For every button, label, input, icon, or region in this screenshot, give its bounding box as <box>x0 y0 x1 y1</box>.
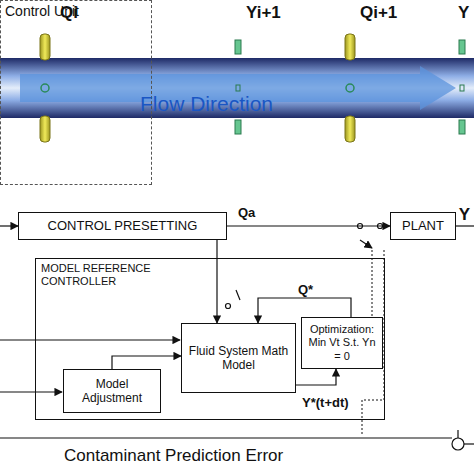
signal-label: Y*(t+dt) <box>300 396 351 410</box>
connector <box>296 369 336 385</box>
box-label: PLANT <box>402 218 444 234</box>
signal-label: Q* <box>296 283 315 297</box>
box-label: Model Adjustment <box>68 377 156 406</box>
process-box: Model Adjustment <box>63 369 161 413</box>
box-label: Fluid System Math Model <box>186 344 291 373</box>
text-label: Y <box>459 206 470 225</box>
actuator <box>40 34 355 142</box>
process-box: PLANT <box>390 212 456 240</box>
text-label: Flow Direction <box>140 92 273 115</box>
signal-wire <box>0 224 474 451</box>
process-box: CONTROL PRESETTING <box>18 212 227 240</box>
text-label: Y <box>458 4 469 23</box>
sensor <box>235 40 465 134</box>
process-box: Fluid System Math Model <box>181 323 296 393</box>
text-label: Contaminant Prediction Error <box>64 447 283 466</box>
group-box: Control Unit <box>0 0 152 185</box>
connector <box>112 356 181 369</box>
signal-label: Qa <box>236 206 257 220</box>
connector <box>216 240 217 323</box>
text-label: Qi+1 <box>360 4 397 23</box>
text-label: Qi <box>60 4 78 23</box>
pipe <box>0 58 474 118</box>
process-box: Optimization: Min Vt S.t. Yn = 0 <box>301 317 383 369</box>
text-label: Yi+1 <box>246 4 281 23</box>
box-label: Optimization: Min Vt S.t. Yn = 0 <box>306 323 378 363</box>
connector <box>227 225 390 226</box>
group-heading: MODEL REFERENCE CONTROLLER <box>36 259 196 291</box>
box-label: CONTROL PRESETTING <box>48 218 198 234</box>
